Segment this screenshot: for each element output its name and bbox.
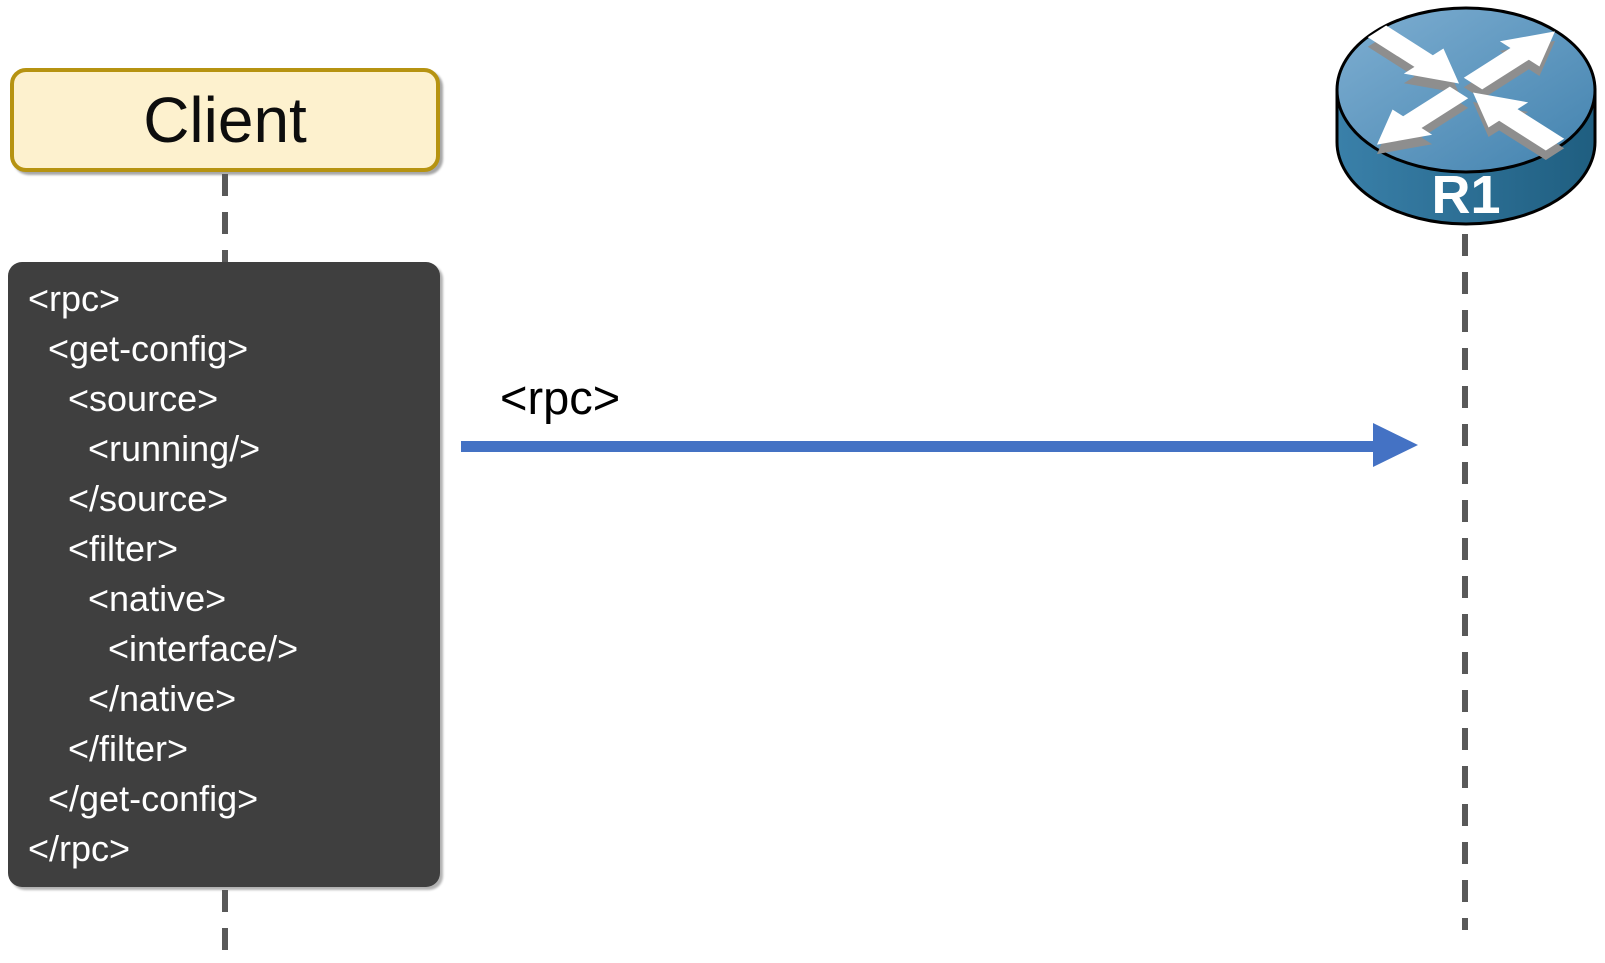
xml-code: <rpc> <get-config> <source> <running/> <… [28,278,299,869]
client-actor-box: Client [10,68,440,172]
client-lifeline-top [222,174,228,264]
router-icon: R1 [1335,6,1597,226]
client-lifeline-bottom [222,890,228,963]
message-arrow-shaft [461,441,1381,452]
message-arrow [461,423,1418,467]
message-arrowhead [1373,423,1418,467]
router-label: R1 [1431,165,1500,225]
message-label: <rpc> [500,371,621,424]
client-actor-label: Client [143,84,307,156]
router-lifeline [1462,234,1468,930]
rpc-code-block: <rpc> <get-config> <source> <running/> <… [8,262,440,887]
